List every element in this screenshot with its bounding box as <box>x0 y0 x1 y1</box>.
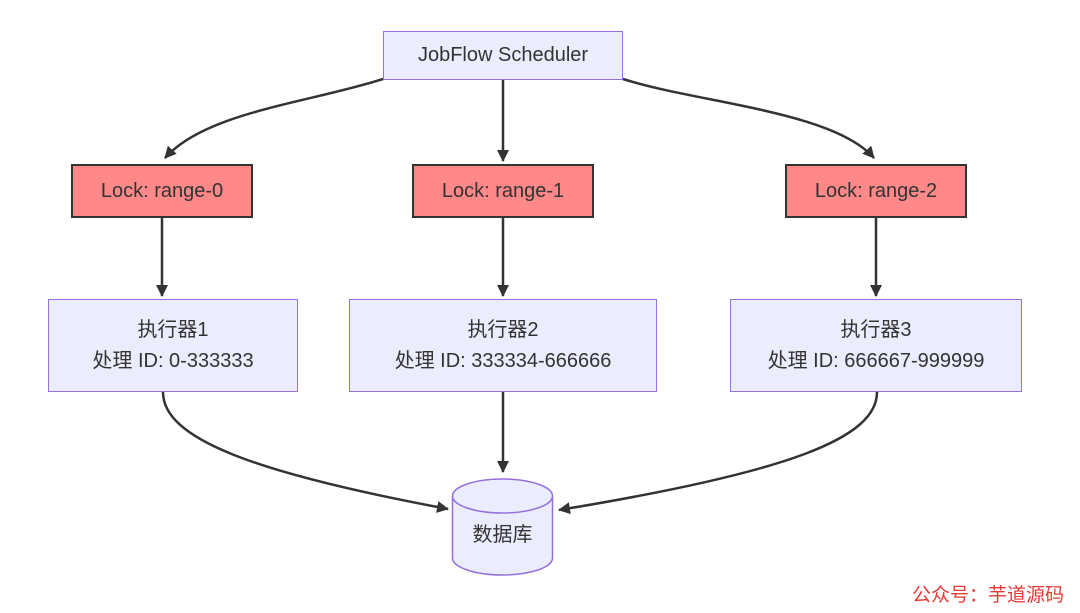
edge-exec1-db <box>161 391 449 513</box>
node-executor-1: 执行器1 处理 ID: 0-333333 <box>48 299 298 392</box>
executor-name: 执行器2 <box>467 318 539 341</box>
node-jobflow-scheduler: JobFlow Scheduler <box>383 31 623 80</box>
executor-name: 执行器3 <box>840 318 912 341</box>
edge-exec3-db <box>558 391 879 515</box>
edge-scheduler-lock2 <box>622 77 875 159</box>
edge-scheduler-lock0 <box>164 77 384 159</box>
node-executor-3: 执行器3 处理 ID: 666667-999999 <box>730 299 1022 392</box>
executor-range: 处理 ID: 666667-999999 <box>767 349 985 372</box>
lock-label: Lock: range-1 <box>441 179 565 202</box>
node-lock-range-0: Lock: range-0 <box>71 164 253 218</box>
executor-range: 处理 ID: 0-333333 <box>92 349 254 372</box>
database-cylinder <box>451 478 554 576</box>
lock-label: Lock: range-2 <box>814 179 938 202</box>
executor-name: 执行器1 <box>137 318 209 341</box>
database-label: 数据库 <box>472 524 533 546</box>
node-executor-2: 执行器2 处理 ID: 333334-666666 <box>349 299 657 392</box>
watermark-text: 公众号：芋道源码 <box>911 585 1064 606</box>
scheduler-label: JobFlow Scheduler <box>417 44 589 66</box>
lock-label: Lock: range-0 <box>100 179 224 202</box>
node-lock-range-2: Lock: range-2 <box>785 164 967 218</box>
node-lock-range-1: Lock: range-1 <box>412 164 594 218</box>
executor-range: 处理 ID: 333334-666666 <box>394 349 612 372</box>
